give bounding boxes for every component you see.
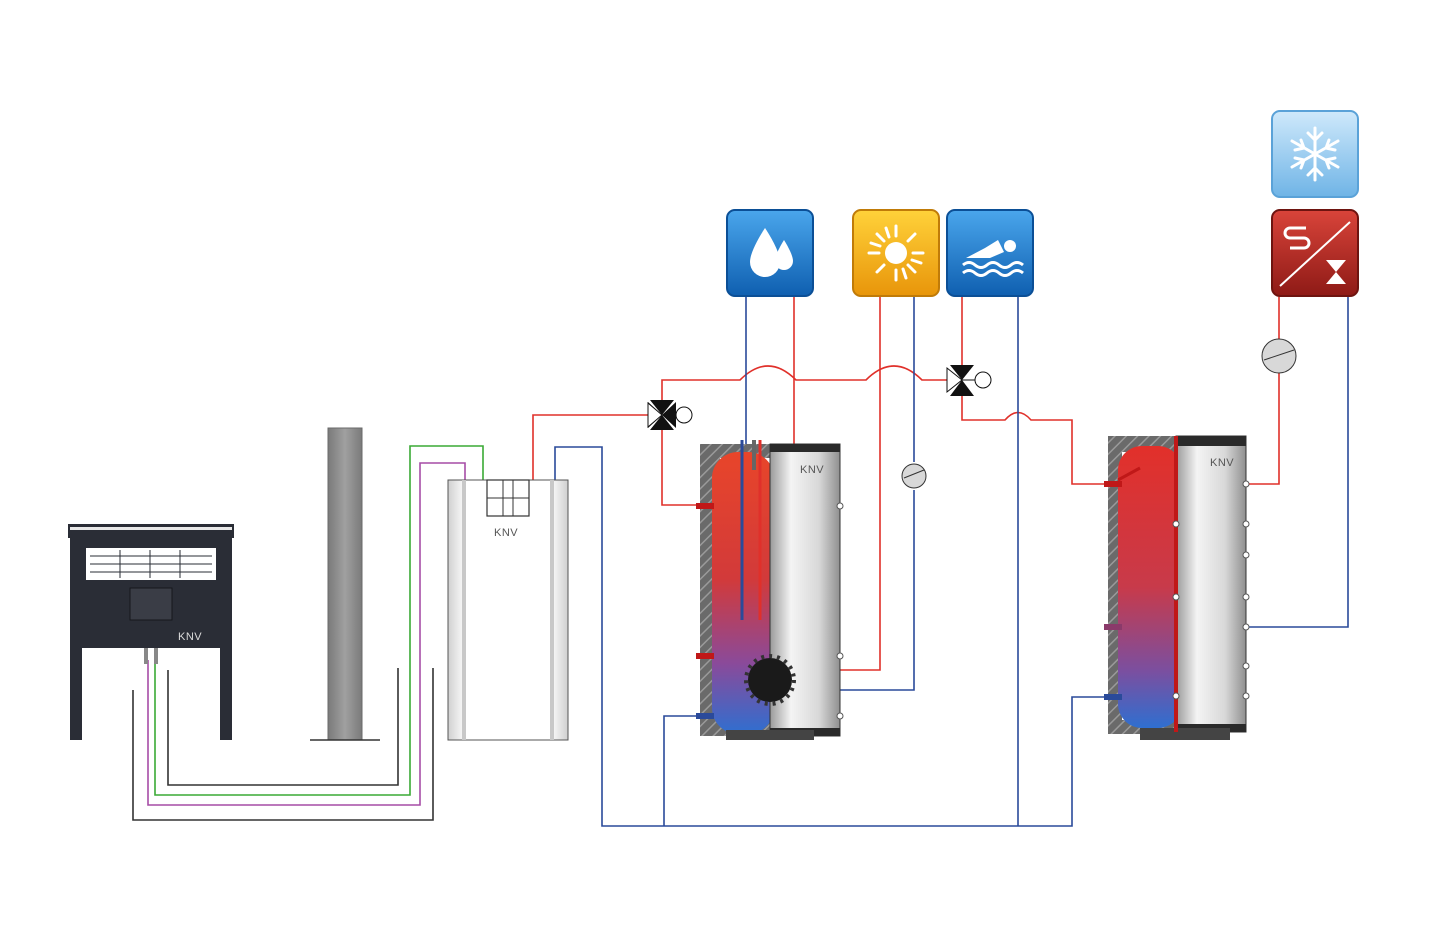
mixing-valve-1 [647, 400, 693, 430]
heating-return [1246, 297, 1349, 628]
heat-pump-supply [532, 414, 648, 480]
heating-tile [1271, 209, 1359, 297]
sun-icon [867, 224, 925, 282]
heat-pump-logo: KNV [494, 527, 518, 539]
pool-tile [946, 209, 1034, 297]
buffer-tank: KNV [1104, 435, 1250, 740]
solar-tile [852, 209, 940, 297]
buffer-tank-logo: KNV [1210, 457, 1234, 469]
air-unit-logo: KNV [178, 631, 202, 643]
ground-probe [310, 427, 380, 741]
swimmer-icon [962, 240, 1024, 277]
heating-pump [1261, 338, 1297, 374]
hot-water-tank-logo: KNV [800, 464, 824, 476]
tank-return [663, 715, 700, 826]
ground-loop-outer [132, 668, 434, 821]
heat-pump: KNV [447, 479, 569, 741]
brine-line-purple [147, 462, 466, 806]
supply-header [661, 365, 948, 400]
return-header [554, 446, 1112, 827]
buffer-supply [961, 396, 1112, 485]
heating-supply [1246, 373, 1280, 485]
brine-line-green [154, 445, 484, 796]
mixing-valve-2 [946, 365, 992, 396]
hot-water-tile [726, 209, 814, 297]
water-drop-icon [750, 228, 793, 277]
tank-coil-supply [661, 430, 700, 506]
cooling-tile [1271, 110, 1359, 198]
air-heat-exchanger: KNV [68, 524, 234, 740]
snowflake-icon [1290, 126, 1340, 182]
ground-loop-inner [167, 668, 399, 786]
solar-pump [901, 463, 927, 489]
hot-water-tank: KNV [696, 440, 844, 740]
radiator-heating-icon [1279, 221, 1351, 287]
